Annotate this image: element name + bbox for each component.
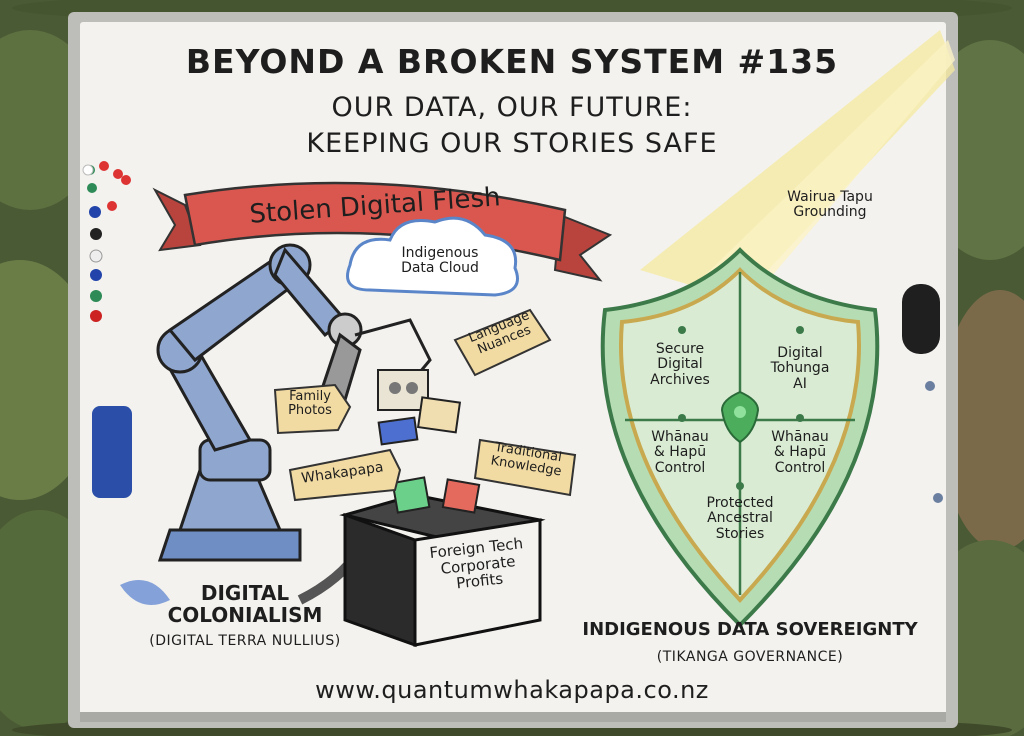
left-caption: DIGITAL COLONIALISM (167, 581, 323, 627)
shield-protected-stories: Protected Ancestral Stories (706, 495, 774, 542)
cloud-label: Indigenous Data Cloud (401, 245, 479, 277)
tag-family-photos: Family Photos (288, 389, 332, 419)
right-caption-sub: (TIKANGA GOVERNANCE) (656, 649, 844, 665)
right-caption: INDIGENOUS DATA SOVEREIGNTY (582, 619, 918, 640)
blue-eraser (92, 406, 132, 498)
beam-label: Wairua Tapu Grounding (787, 189, 873, 221)
black-mouse (902, 284, 940, 354)
shield-whanau-control-left: Whānau & Hapū Control (651, 429, 709, 476)
poster-title: BEYOND A BROKEN SYSTEM #135 (185, 42, 839, 81)
poster-subtitle-line2: KEEPING OUR STORIES SAFE (306, 128, 718, 159)
shield-whanau-control-right: Whānau & Hapū Control (771, 429, 829, 476)
shield-secure-archives: Secure Digital Archives (650, 341, 710, 388)
shield-digital-tohunga: Digital Tohunga AI (770, 345, 830, 392)
magnet-dots (82, 161, 131, 322)
poster-subtitle-line1: OUR DATA, OUR FUTURE: (331, 92, 693, 123)
website-link: www.quantumwhakapapa.co.nz (315, 676, 709, 704)
left-caption-sub: (DIGITAL TERRA NULLIUS) (149, 633, 341, 649)
